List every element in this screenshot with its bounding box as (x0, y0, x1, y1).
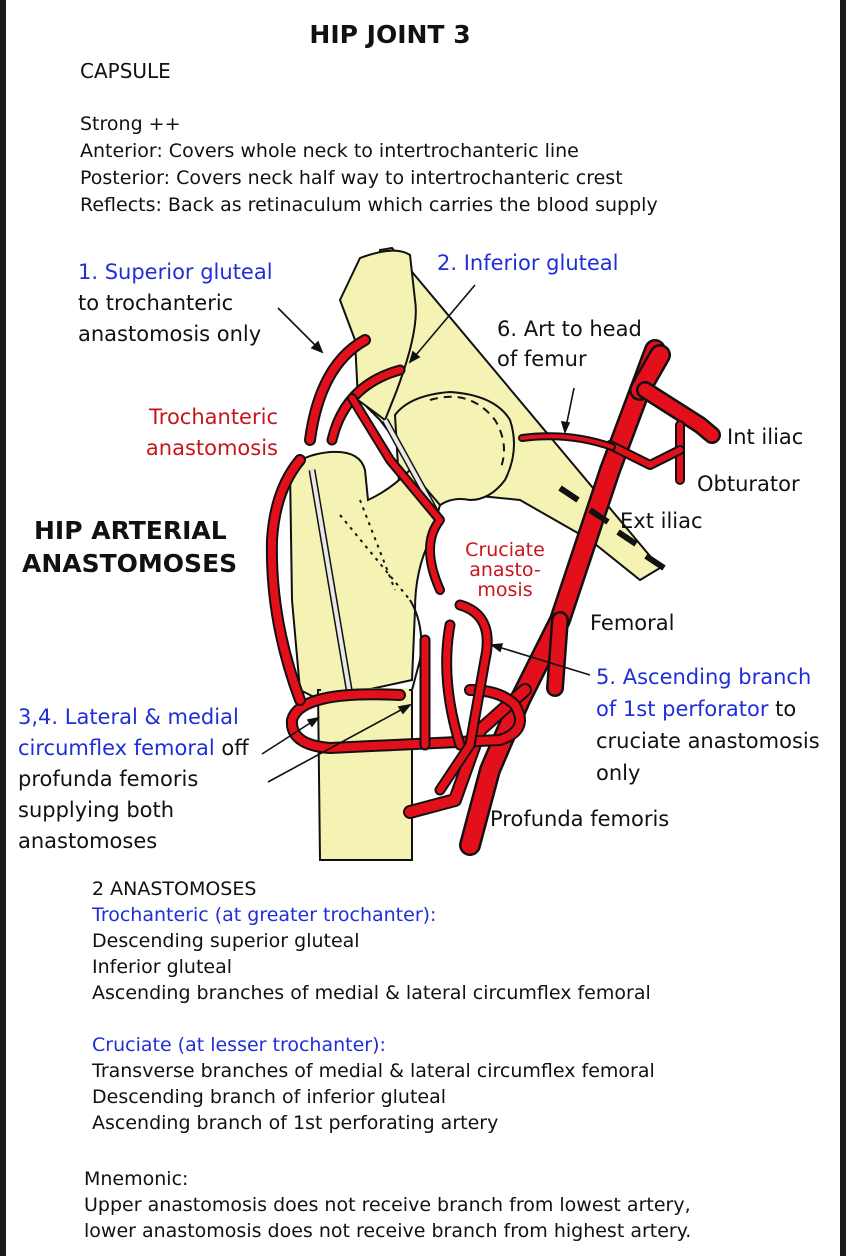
label-superior-gluteal: 1. Superior gluteal to trochanteric anas… (78, 257, 273, 350)
circumflex-line2: circumflex femoral off (18, 733, 249, 764)
cruciate-line: mosis (477, 579, 533, 601)
femur-shaft (316, 689, 413, 861)
capsule-heading: CAPSULE (80, 59, 171, 83)
circumflex-name-2: circumflex femoral (18, 736, 215, 760)
greater-trochanter (288, 450, 442, 702)
cruciate-item: Ascending branch of 1st perforating arte… (92, 1112, 499, 1134)
art-head-line: of femur (497, 347, 587, 371)
anastomoses-heading: 2 ANASTOMOSES (92, 878, 257, 900)
capsule-line: Reflects: Back as retinaculum which carr… (80, 194, 658, 216)
left-border (0, 0, 6, 1256)
cruciate-list: Cruciate (at lesser trochanter): Transve… (92, 1032, 655, 1136)
intertrochanteric-line (359, 499, 396, 591)
superior-gluteal-desc: to trochanteric (78, 291, 234, 315)
intertrochanteric-crest (339, 514, 411, 601)
ascending-branch-name: 5. Ascending branch (596, 665, 812, 689)
mnemonic-line: Upper anastomosis does not receive branc… (84, 1194, 691, 1216)
capsule-lines: Strong ++ Anterior: Covers whole neck to… (80, 111, 658, 219)
mnemonic: Mnemonic: Upper anastomosis does not rec… (84, 1166, 691, 1244)
right-border (840, 0, 846, 1256)
ascending-branch-to: to (768, 697, 797, 721)
ascending-branch-desc: cruciate anastomosis (596, 729, 820, 753)
trochanteric-list: Trochanteric (at greater trochanter): De… (92, 902, 651, 1006)
label-trochanteric-anastomosis: Trochanteric anastomosis (138, 402, 278, 464)
label-profunda-femoris: Profunda femoris (490, 807, 670, 831)
capsule-line: Posterior: Covers neck half way to inter… (80, 167, 623, 189)
label-ext-iliac: Ext iliac (620, 509, 703, 533)
ascending-branch-desc: only (596, 761, 641, 785)
arteries (265, 334, 721, 856)
cruciate-line: Cruciate (465, 539, 545, 561)
circumflex-off: off (214, 736, 249, 760)
art-head-line: 6. Art to head (497, 317, 642, 341)
section-heading-line: HIP ARTERIAL (34, 516, 227, 545)
label-circumflex: 3,4. Lateral & medial circumflex femoral… (18, 702, 249, 857)
trochanteric-item: Descending superior gluteal (92, 930, 360, 952)
capsule-line: Anterior: Covers whole neck to intertroc… (80, 140, 579, 162)
superior-gluteal-desc: anastomosis only (78, 322, 262, 346)
section-heading-line: ANASTOMOSES (22, 549, 238, 578)
superior-gluteal-name: 1. Superior gluteal (78, 260, 273, 284)
circumflex-desc: profunda femoris (18, 767, 199, 791)
label-int-iliac: Int iliac (727, 425, 804, 449)
circumflex-desc: anastomoses (18, 829, 158, 853)
acetabulum-dashed (429, 395, 505, 471)
pointer-arrows (261, 284, 591, 783)
label-ascending-branch: 5. Ascending branch of 1st perforator to… (596, 661, 820, 789)
cruciate-title: Cruciate (at lesser trochanter): (92, 1034, 386, 1056)
trochanteric-item: Inferior gluteal (92, 956, 233, 978)
ascending-branch-line2: of 1st perforator to (596, 693, 820, 725)
capsule-line: Strong ++ (80, 113, 181, 135)
circumflex-name: 3,4. Lateral & medial (18, 705, 239, 729)
ascending-branch-name-2: of 1st perforator (596, 697, 769, 721)
trochanteric-line: anastomosis (145, 436, 278, 460)
trochanteric-item: Ascending branches of medial & lateral c… (92, 982, 651, 1004)
inguinal-dashes (558, 485, 666, 571)
label-cruciate-anastomosis: Cruciate anasto- mosis (459, 540, 551, 600)
ilium-bone (338, 249, 417, 422)
label-obturator: Obturator (697, 472, 800, 496)
cruciate-item: Descending branch of inferior gluteal (92, 1086, 447, 1108)
mnemonic-heading: Mnemonic: (84, 1168, 189, 1190)
label-femoral: Femoral (590, 611, 675, 635)
mnemonic-line: lower anastomosis does not receive branc… (84, 1220, 692, 1242)
page-title: HIP JOINT 3 (309, 20, 471, 49)
cruciate-item: Transverse branches of medial & lateral … (92, 1060, 655, 1082)
label-art-head-femur: 6. Art to head of femur (497, 314, 642, 374)
trochanteric-line: Trochanteric (149, 405, 278, 429)
cruciate-line: anasto- (469, 559, 541, 581)
section-heading: HIP ARTERIAL ANASTOMOSES (22, 514, 237, 580)
trochanteric-title: Trochanteric (at greater trochanter): (92, 904, 437, 926)
label-inferior-gluteal: 2. Inferior gluteal (437, 251, 619, 275)
circumflex-desc: supplying both (18, 798, 175, 822)
